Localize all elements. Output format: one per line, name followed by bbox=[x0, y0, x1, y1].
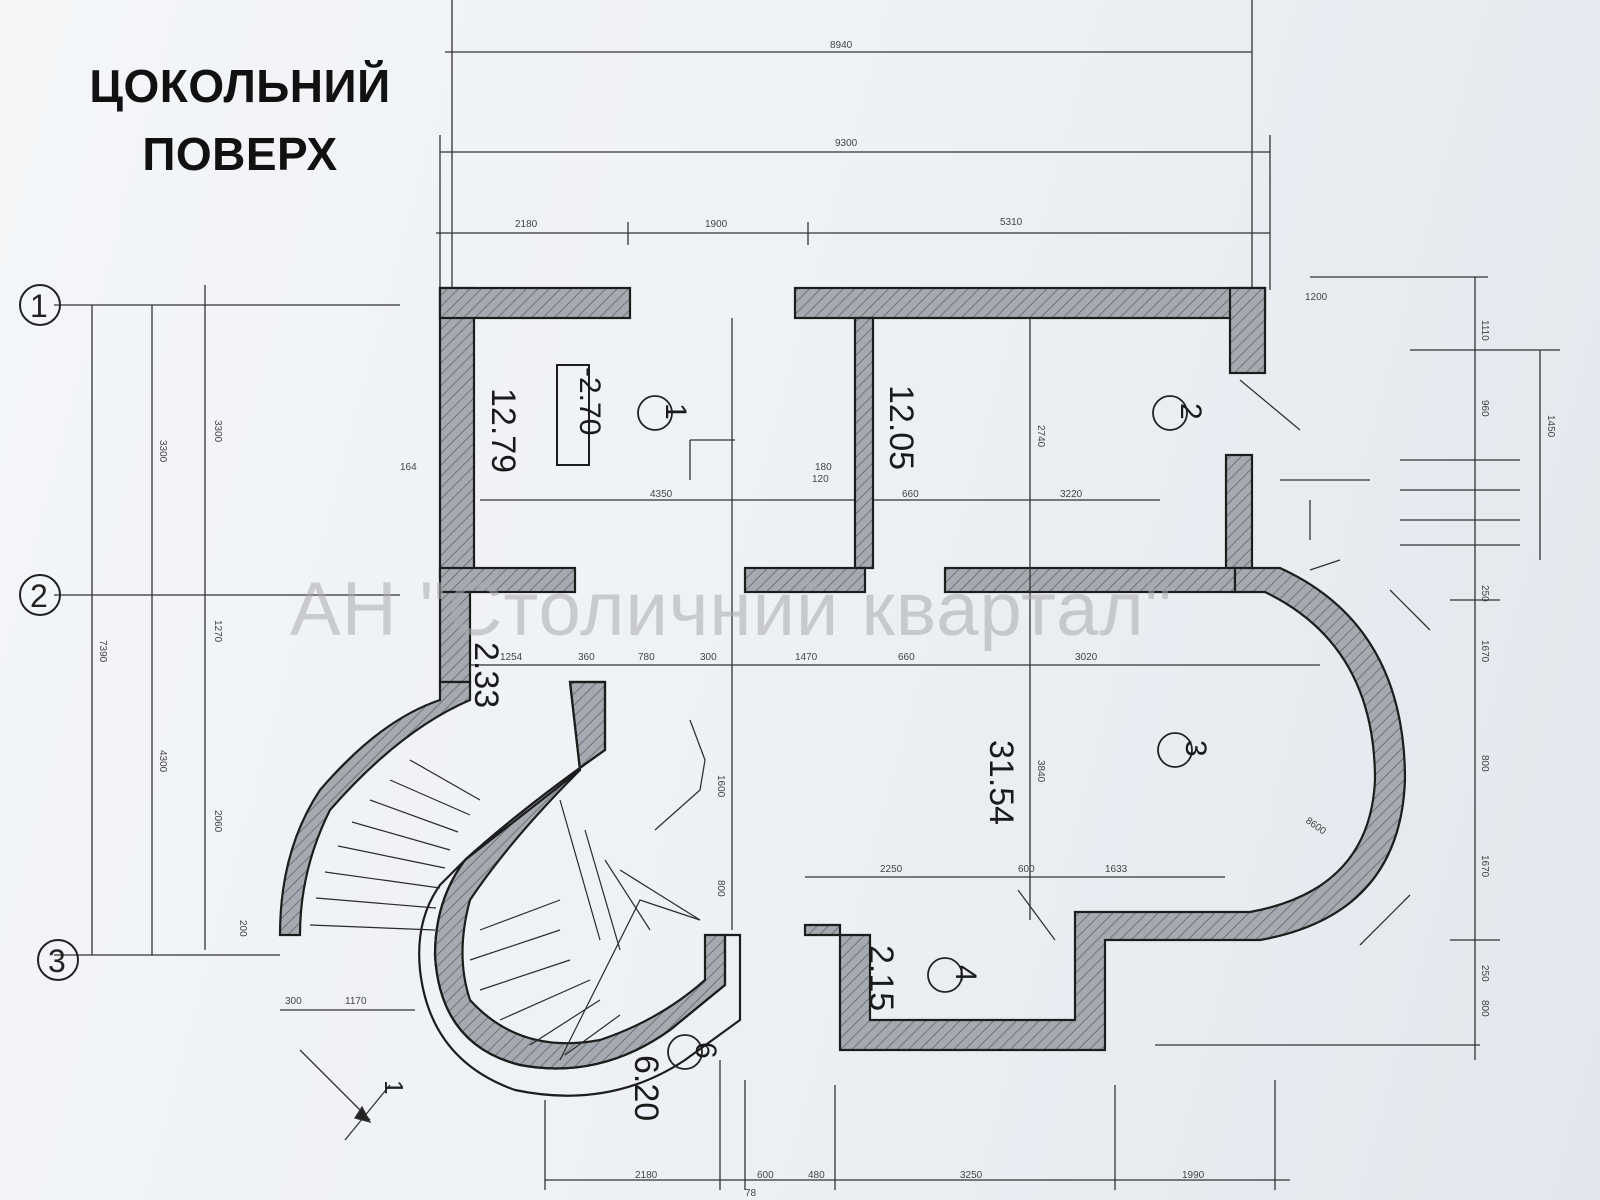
room-area-3: 31.54 bbox=[982, 740, 1020, 825]
dim-row2-2: 360 bbox=[578, 652, 595, 663]
room-area-corridor: 2.33 bbox=[467, 642, 505, 708]
dim-right-5: 250 bbox=[1479, 585, 1490, 602]
dim-misc-4: 800 bbox=[715, 880, 726, 897]
dim-top-seg-1: 2180 bbox=[515, 219, 538, 230]
dim-bottom-4: 3250 bbox=[960, 1170, 983, 1181]
page-title-line-1: ЦОКОЛЬНИЙ bbox=[89, 60, 391, 112]
dim-left-4: 1270 bbox=[212, 620, 223, 643]
dim-stair-1: 300 bbox=[285, 996, 302, 1007]
dim-row2-7: 3020 bbox=[1075, 652, 1098, 663]
dimension-lines bbox=[54, 0, 1560, 1190]
dim-inner-1: 4350 bbox=[650, 489, 673, 500]
dim-right-6: 1670 bbox=[1479, 640, 1490, 663]
dim-left-1: 3300 bbox=[212, 420, 223, 443]
dim-row2-4: 300 bbox=[700, 652, 717, 663]
dim-misc-2: 120 bbox=[812, 474, 829, 485]
axis-label-3: 3 bbox=[48, 943, 66, 979]
dim-right-9: 250 bbox=[1479, 965, 1490, 982]
room-number-1: 1 bbox=[659, 403, 692, 420]
dim-right-7: 800 bbox=[1479, 755, 1490, 772]
dim-misc-1: 164 bbox=[400, 462, 417, 473]
dim-lower-2: 600 bbox=[1018, 864, 1035, 875]
axis-markers bbox=[19, 284, 79, 981]
axis-label-2: 2 bbox=[30, 578, 48, 614]
section-mark: 1 bbox=[379, 1080, 409, 1094]
dim-bottom-5: 1990 bbox=[1182, 1170, 1205, 1181]
dim-lower-3: 1633 bbox=[1105, 864, 1128, 875]
dim-left-3: 7390 bbox=[97, 640, 108, 663]
walls bbox=[278, 286, 1407, 1097]
dim-inner-3: 3220 bbox=[1060, 489, 1083, 500]
dim-right-1: 1200 bbox=[1305, 292, 1328, 303]
watermark: АН "Столичний квартал" bbox=[290, 567, 1173, 652]
dim-left-5: 4300 bbox=[157, 750, 168, 773]
dim-inner-4: 180 bbox=[815, 462, 832, 473]
room-number-2: 2 bbox=[1174, 403, 1207, 420]
room-number-3: 3 bbox=[1179, 740, 1212, 757]
room-area-1: 12.79 bbox=[484, 388, 522, 473]
stair-treads bbox=[309, 759, 701, 1061]
dim-misc-5: 3840 bbox=[1035, 760, 1046, 783]
page-title: ЦОКОЛЬНИЙ ПОВЕРХ bbox=[60, 52, 420, 188]
dim-left-2: 3300 bbox=[157, 440, 168, 463]
dim-lower-1: 2250 bbox=[880, 864, 903, 875]
dim-bottom-6: 78 bbox=[745, 1188, 757, 1199]
room-number-circles bbox=[637, 395, 1193, 1070]
dim-row2-6: 660 bbox=[898, 652, 915, 663]
dim-right-4: 1450 bbox=[1545, 415, 1556, 438]
dim-row2-1: 1254 bbox=[500, 652, 523, 663]
room-number-6: 6 bbox=[689, 1042, 722, 1059]
dim-misc-3: 1600 bbox=[715, 775, 726, 798]
dim-row2-3: 780 bbox=[638, 652, 655, 663]
dim-top-seg-2: 1900 bbox=[705, 219, 728, 230]
dim-bottom-2: 600 bbox=[757, 1170, 774, 1181]
room-area-4: 2.15 bbox=[862, 945, 900, 1011]
dim-top-seg-3: 5310 bbox=[1000, 217, 1023, 228]
dim-stair-2: 1170 bbox=[345, 996, 367, 1007]
dim-right-10: 800 bbox=[1479, 1000, 1490, 1017]
dim-top-overall: 8940 bbox=[830, 40, 853, 51]
dim-bottom-1: 2180 bbox=[635, 1170, 658, 1181]
level-mark: -2.70 bbox=[573, 367, 606, 435]
room-number-4: 4 bbox=[949, 965, 982, 982]
dim-top-total: 9300 bbox=[835, 138, 858, 149]
dim-stair-3: 200 bbox=[237, 920, 248, 937]
room-area-6: 6.20 bbox=[627, 1055, 665, 1121]
dim-inner-2: 660 bbox=[902, 489, 919, 500]
dimension-labels: 8940 9300 2180 1900 5310 3300 3300 7390 … bbox=[97, 40, 1556, 1199]
dim-left-6: 2060 bbox=[212, 810, 223, 833]
dim-right-8: 1670 bbox=[1479, 855, 1490, 878]
dim-misc-7: 8600 bbox=[1303, 815, 1328, 837]
dim-bottom-3: 480 bbox=[808, 1170, 825, 1181]
dim-right-3: 960 bbox=[1479, 400, 1490, 417]
axis-label-1: 1 bbox=[30, 288, 48, 324]
dim-row2-5: 1470 bbox=[795, 652, 818, 663]
page-title-line-2: ПОВЕРХ bbox=[142, 128, 338, 180]
level-mark-box bbox=[556, 364, 590, 466]
dim-right-2: 1110 bbox=[1479, 320, 1490, 341]
room-area-2: 12.05 bbox=[882, 385, 920, 470]
dim-misc-6: 2740 bbox=[1035, 425, 1046, 448]
interior-lines bbox=[299, 318, 1431, 1141]
